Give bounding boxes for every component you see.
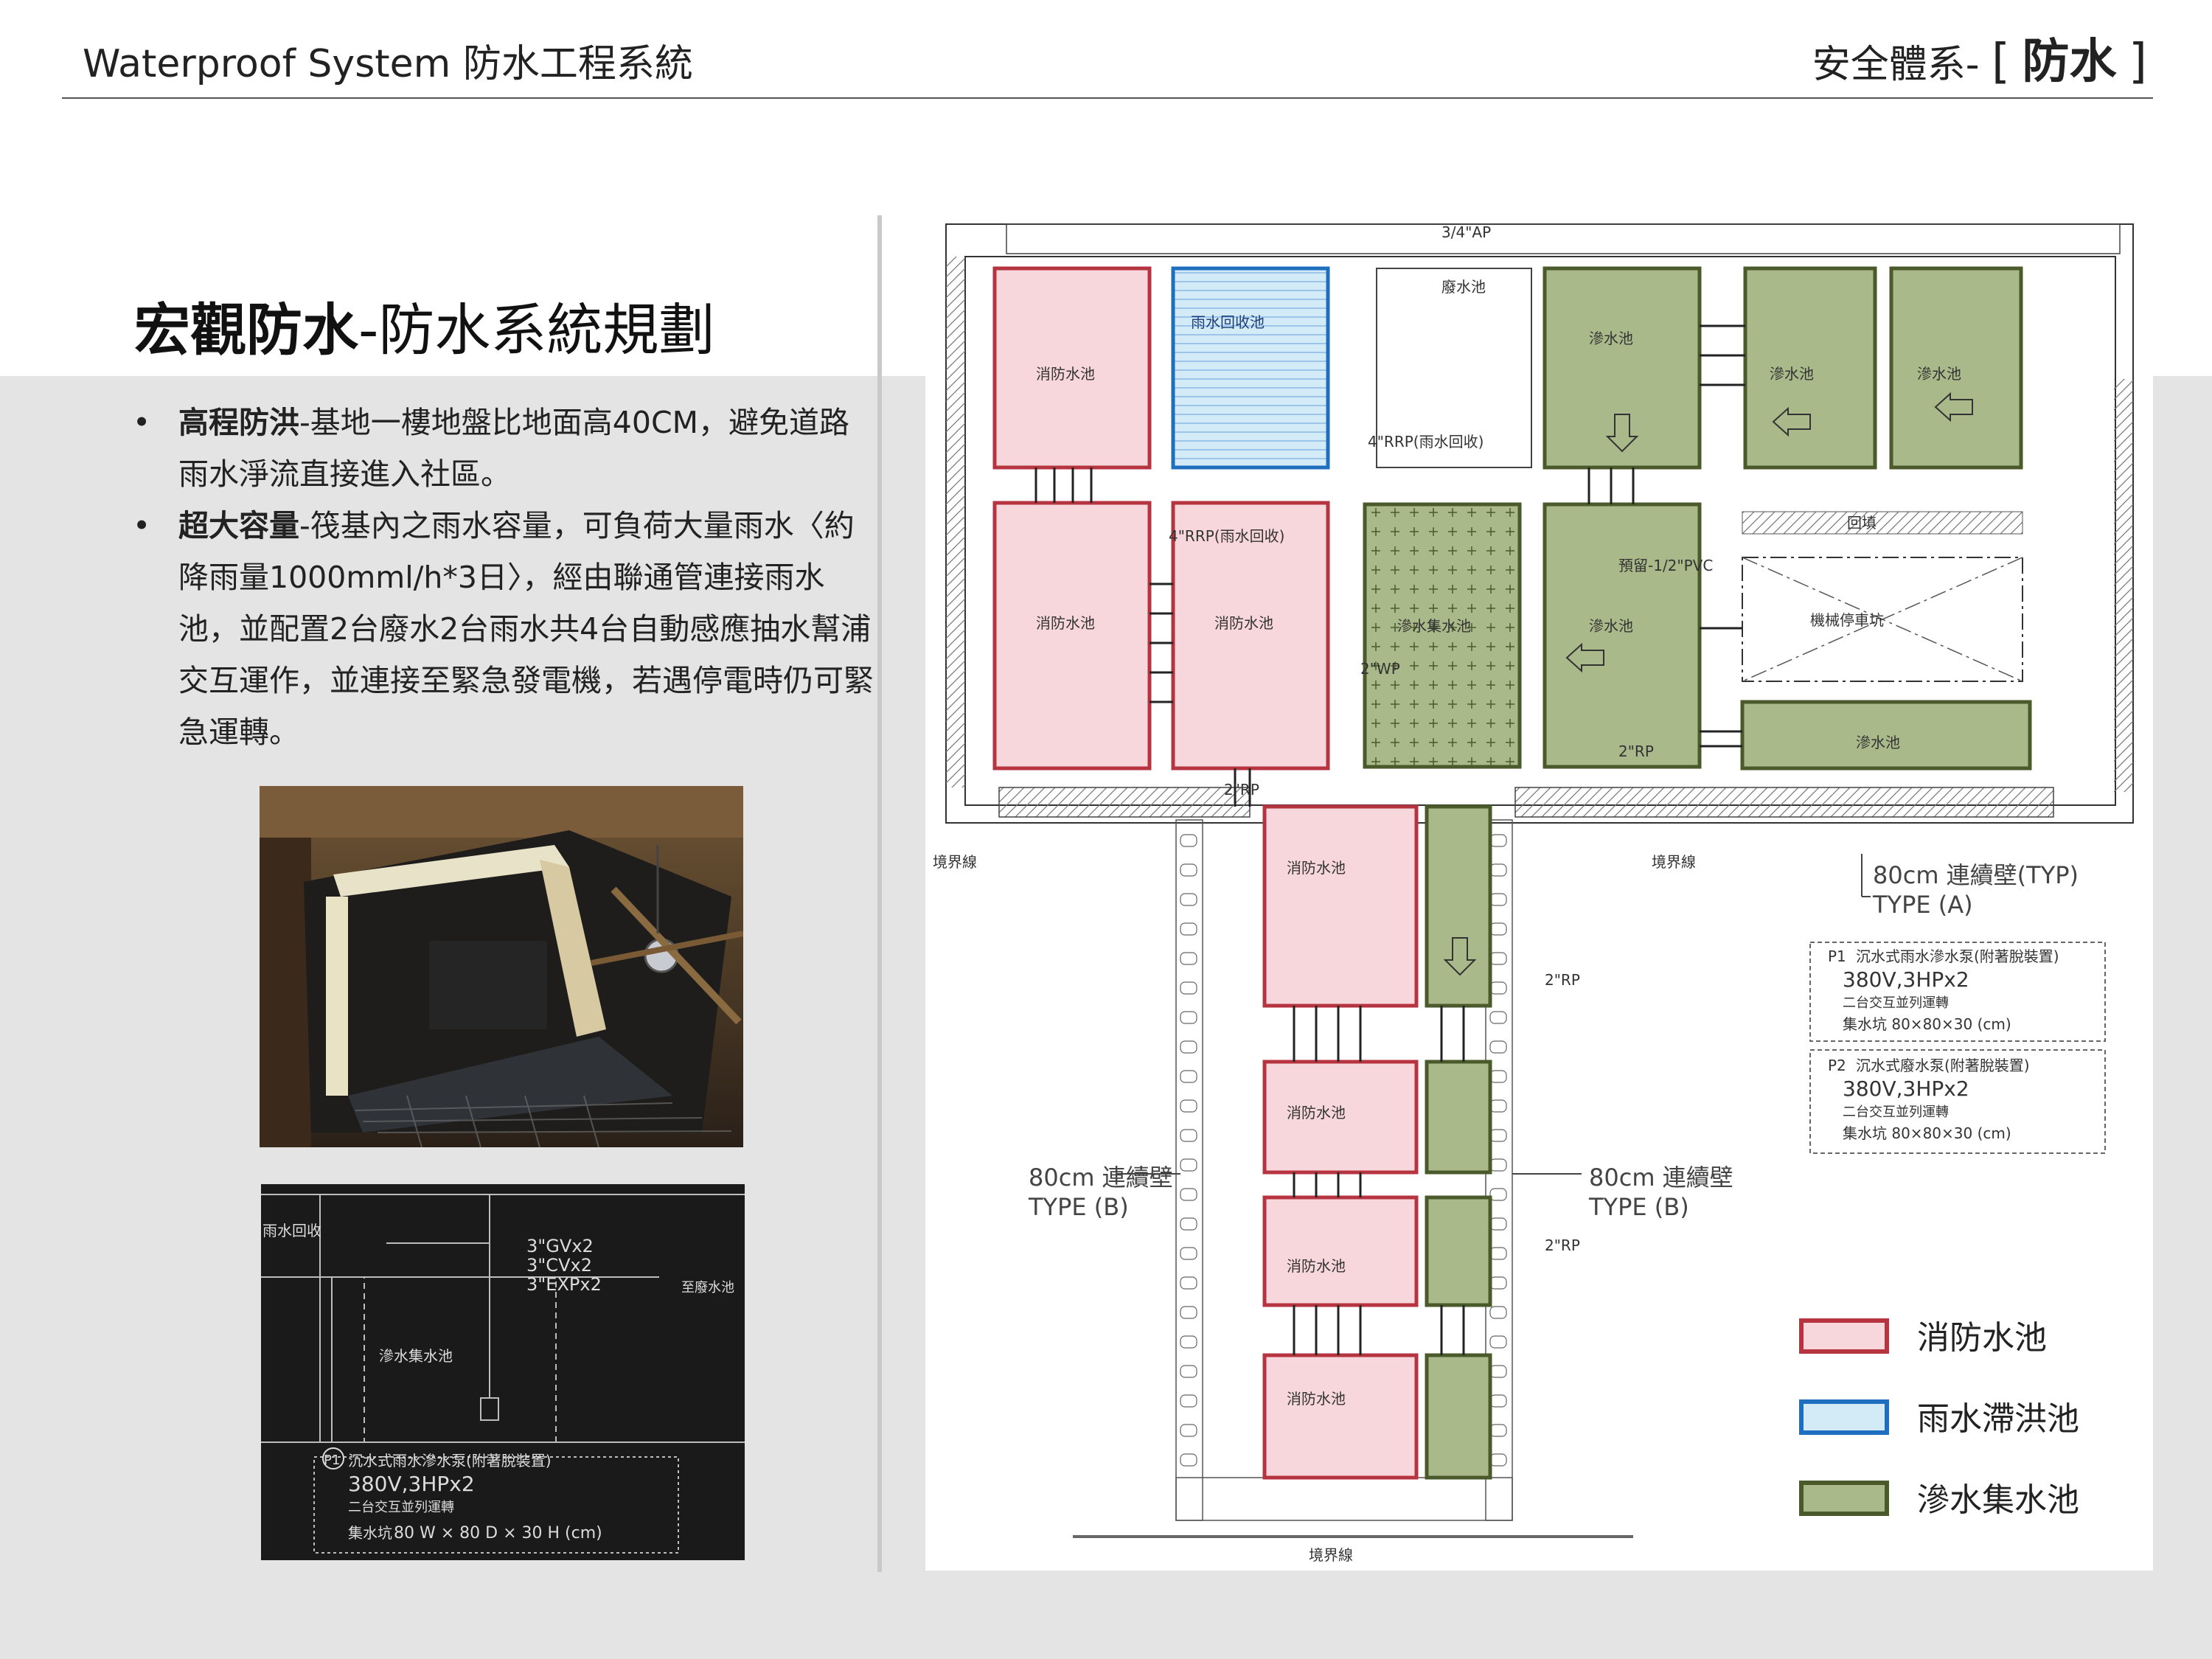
bullet-dot: • — [133, 405, 151, 440]
legend: 消防水池 雨水滯洪池 滲水集水池 — [1799, 1310, 2124, 1553]
plan-label-seep-pool: 滲水池 — [1770, 365, 1814, 383]
inset-valve-2: 3"CVx2 — [526, 1255, 592, 1276]
pump-p2-note: 二台交互並列運轉 — [1843, 1105, 1949, 1120]
inset-pump-spec: 380V,3HPx2 — [348, 1472, 475, 1496]
plan-label-pipe-2rp: 2"RP — [1618, 742, 1654, 760]
legend-label: 消防水池 — [1917, 1319, 2047, 1357]
plan-label-seep-pool: 滲水池 — [1589, 617, 1633, 635]
plan-label-machine-pit: 機械停車坑 — [1810, 611, 1884, 629]
plan-label-backfill: 回填 — [1847, 514, 1877, 532]
plan-label-seep-pool: 滲水池 — [1917, 365, 1961, 383]
construction-photo — [260, 786, 743, 1147]
plan-label-seep-collect: 滲水集水池 — [1397, 617, 1471, 635]
inset-pump-note: 二台交互並列運轉 — [348, 1500, 454, 1515]
inset-pit-dims: 80 W × 80 D × 30 H (cm) — [394, 1524, 602, 1543]
legend-label: 滲水集水池 — [1917, 1481, 2079, 1519]
vertical-divider — [877, 215, 882, 1572]
plan-label-pipe-2rp: 2"RP — [1545, 971, 1580, 989]
plan-label-pipe-4rrp: 4"RRP(雨水回收) — [1169, 527, 1284, 545]
plan-label-pipe-2rp: 2"RP — [1545, 1237, 1580, 1254]
header-title-en: Waterproof System — [83, 42, 451, 86]
category-open-bracket: [ — [1992, 35, 2010, 89]
section-title: 宏觀防水-防水系統規劃 — [134, 285, 714, 366]
cad-inset-drawing: 雨水回收 3"GVx2 3"CVx2 3"EXPx2 至廢水池 滲水集水池 P1… — [261, 1184, 745, 1560]
header-divider — [62, 97, 2153, 99]
page-header-title: Waterproof System 防水工程系統 — [83, 32, 693, 88]
plan-label-rain-pool: 雨水回收池 — [1191, 313, 1265, 331]
bullet-list: • 高程防洪-基地一樓地盤比地面高40CM，避免道路雨水淨流直接進入社區。 • … — [131, 397, 876, 758]
plan-label-seep-pool: 滲水池 — [1856, 734, 1900, 751]
plan-label-boundary: 境界線 — [1309, 1546, 1353, 1564]
bullet-item: • 高程防洪-基地一樓地盤比地面高40CM，避免道路雨水淨流直接進入社區。 — [131, 397, 876, 500]
plan-wall-b2: TYPE (B) — [1588, 1193, 1689, 1221]
bullet-label: 高程防洪 — [178, 405, 299, 440]
inset-valve-1: 3"GVx2 — [526, 1236, 594, 1256]
legend-item: 消防水池 — [1799, 1310, 2124, 1391]
plan-label-pipe-2rp: 2"RP — [1224, 781, 1259, 799]
pump-p1-title: 沉水式雨水滲水泵(附著脫裝置) — [1856, 947, 2059, 965]
waterproof-plan-drawing: 消防水池 消防水池 消防水池 雨水回收池 滲水池 滲水池 滲水池 滲水池 滲水池… — [933, 223, 2134, 1564]
bullet-label: 超大容量 — [178, 508, 299, 543]
bullet-text: -基地一樓地盤比地面高40CM，避免道路雨水淨流直接進入社區。 — [178, 405, 849, 492]
pump-p2-title: 沉水式廢水泵(附著脫裝置) — [1856, 1057, 2030, 1074]
category-prefix: 安全體系- — [1812, 43, 1980, 87]
plan-wall-b2: TYPE (B) — [1028, 1193, 1129, 1221]
plan-wall-b: 80cm 連續壁 — [1029, 1164, 1173, 1192]
inset-p1-label: P1 — [324, 1453, 340, 1468]
plan-wall-a: 80cm 連續壁(TYP) — [1873, 861, 2079, 889]
bullet-item: • 超大容量-筏基內之雨水容量，可負荷大量雨水〈約降雨量1000mml/h*3日… — [131, 500, 876, 758]
header-title-zh: 防水工程系統 — [462, 42, 693, 86]
plan-wall-b: 80cm 連續壁 — [1589, 1164, 1733, 1192]
pump-p1-pit: 集水坑 80×80×30 (cm) — [1843, 1015, 2011, 1033]
category-close-bracket: ] — [2129, 35, 2147, 89]
section-title-rest: -防水系統規劃 — [358, 297, 715, 363]
inset-rain-label: 雨水回收 — [262, 1222, 321, 1239]
plan-label-fire-pool: 消防水池 — [1287, 1390, 1346, 1408]
plan-label-boundary: 境界線 — [1652, 853, 1696, 871]
legend-swatch-rain — [1799, 1399, 1889, 1435]
legend-item: 滲水集水池 — [1799, 1472, 2124, 1553]
inset-pump-title: 沉水式雨水滲水泵(附著脫裝置) — [348, 1452, 552, 1470]
pump-p2-spec: 380V,3HPx2 — [1843, 1077, 1969, 1101]
bullet-text: -筏基內之雨水容量，可負荷大量雨水〈約降雨量1000mml/h*3日〉，經由聯通… — [178, 508, 874, 750]
pump-p1-id: P1 — [1828, 947, 1846, 965]
pump-p1-note: 二台交互並列運轉 — [1843, 995, 1949, 1011]
legend-swatch-seep — [1799, 1481, 1889, 1516]
legend-swatch-fire — [1799, 1318, 1889, 1354]
inset-pit-label: 集水坑 — [348, 1524, 392, 1542]
plan-label-pipe-pvc: 預留-1/2"PVC — [1618, 557, 1713, 574]
plan-label-fire-pool: 消防水池 — [1287, 859, 1346, 877]
page-header-category: 安全體系- [ 防水 ] — [1812, 24, 2147, 91]
plan-label-pipe-ap: 3/4"AP — [1441, 223, 1491, 241]
pump-p2-pit: 集水坑 80×80×30 (cm) — [1843, 1124, 2011, 1142]
plan-label-pipe-2wp: 2"WP — [1360, 660, 1400, 678]
pump-p1-spec: 380V,3HPx2 — [1843, 967, 1969, 992]
section-title-strong: 宏觀防水 — [134, 297, 358, 363]
inset-valve-3: 3"EXPx2 — [526, 1274, 602, 1295]
bullet-dot: • — [133, 508, 151, 543]
inset-seep-label: 滲水集水池 — [379, 1347, 453, 1365]
plan-label-fire-pool: 消防水池 — [1036, 365, 1095, 383]
pump-p2-id: P2 — [1828, 1057, 1846, 1074]
plan-label-pipe-4rrp: 4"RRP(雨水回收) — [1368, 433, 1484, 451]
plan-label-fire-pool: 消防水池 — [1287, 1104, 1346, 1121]
plan-label-waste-pool: 廢水池 — [1441, 278, 1486, 296]
category-strong: 防水 — [2022, 35, 2117, 89]
plan-label-fire-pool: 消防水池 — [1214, 614, 1273, 632]
plan-label-seep-pool: 滲水池 — [1589, 330, 1633, 347]
plan-label-fire-pool: 消防水池 — [1036, 614, 1095, 632]
inset-to-waste: 至廢水池 — [681, 1280, 734, 1295]
plan-wall-a2: TYPE (A) — [1872, 891, 1973, 919]
legend-label: 雨水滯洪池 — [1917, 1400, 2079, 1438]
plan-label-fire-pool: 消防水池 — [1287, 1257, 1346, 1275]
plan-label-boundary: 境界線 — [933, 853, 977, 871]
legend-item: 雨水滯洪池 — [1799, 1391, 2124, 1472]
